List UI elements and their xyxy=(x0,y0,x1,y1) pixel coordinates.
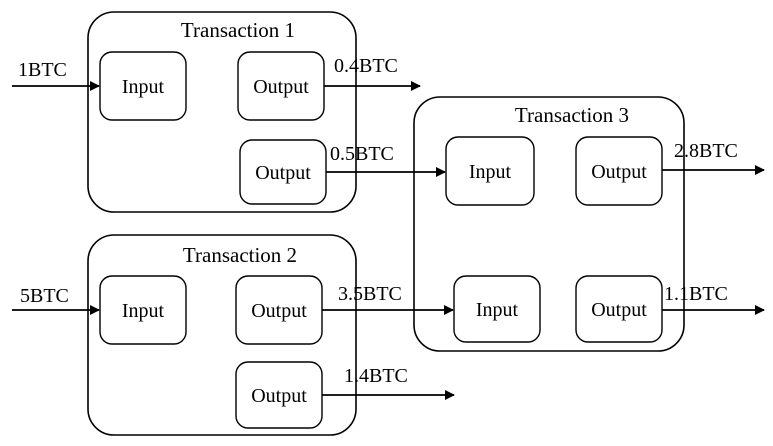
transaction-2-output-b-label: Output xyxy=(251,385,307,407)
transaction-3-title: Transaction 3 xyxy=(515,103,629,127)
transaction-1: Transaction 1 Input Output Output xyxy=(87,11,357,213)
transaction-2: Transaction 2 Input Output Output xyxy=(87,234,357,436)
transaction-3-input-a-label: Input xyxy=(469,161,512,183)
transaction-3-input-b-label: Input xyxy=(476,299,519,321)
amount-t2-out-b: 1.4BTC xyxy=(344,365,408,387)
amount-t1-out-a: 0.4BTC xyxy=(334,55,398,77)
transaction-2-input-box xyxy=(99,275,187,345)
amount-t2-out-a: 3.5BTC xyxy=(338,283,402,305)
amount-t1-out-b: 0.5BTC xyxy=(330,143,394,165)
transaction-2-output-a-label: Output xyxy=(251,300,307,322)
amount-t3-out-b: 1.1BTC xyxy=(664,283,728,305)
transaction-1-title: Transaction 1 xyxy=(181,18,295,42)
transaction-3-input-b-box xyxy=(453,275,541,343)
transaction-1-input-box xyxy=(99,51,187,121)
transaction-1-output-b-label: Output xyxy=(255,162,311,184)
amount-t2-in: 5BTC xyxy=(20,285,69,307)
amount-t1-in: 1BTC xyxy=(18,59,67,81)
transaction-3-output-a-label: Output xyxy=(591,161,647,183)
transaction-1-input-label: Input xyxy=(122,76,165,98)
transaction-3-output-b-label: Output xyxy=(591,299,647,321)
transaction-2-input-label: Input xyxy=(122,300,165,322)
transaction-3: Transaction 3 Input Output Input Output xyxy=(413,96,685,352)
transaction-1-output-a-label: Output xyxy=(253,76,309,98)
amount-t3-out-a: 2.8BTC xyxy=(674,140,738,162)
transaction-3-output-a-box xyxy=(575,136,663,206)
transaction-2-title: Transaction 2 xyxy=(183,243,297,267)
transaction-3-output-b-box xyxy=(575,275,663,343)
transaction-3-input-a-box xyxy=(445,136,535,206)
